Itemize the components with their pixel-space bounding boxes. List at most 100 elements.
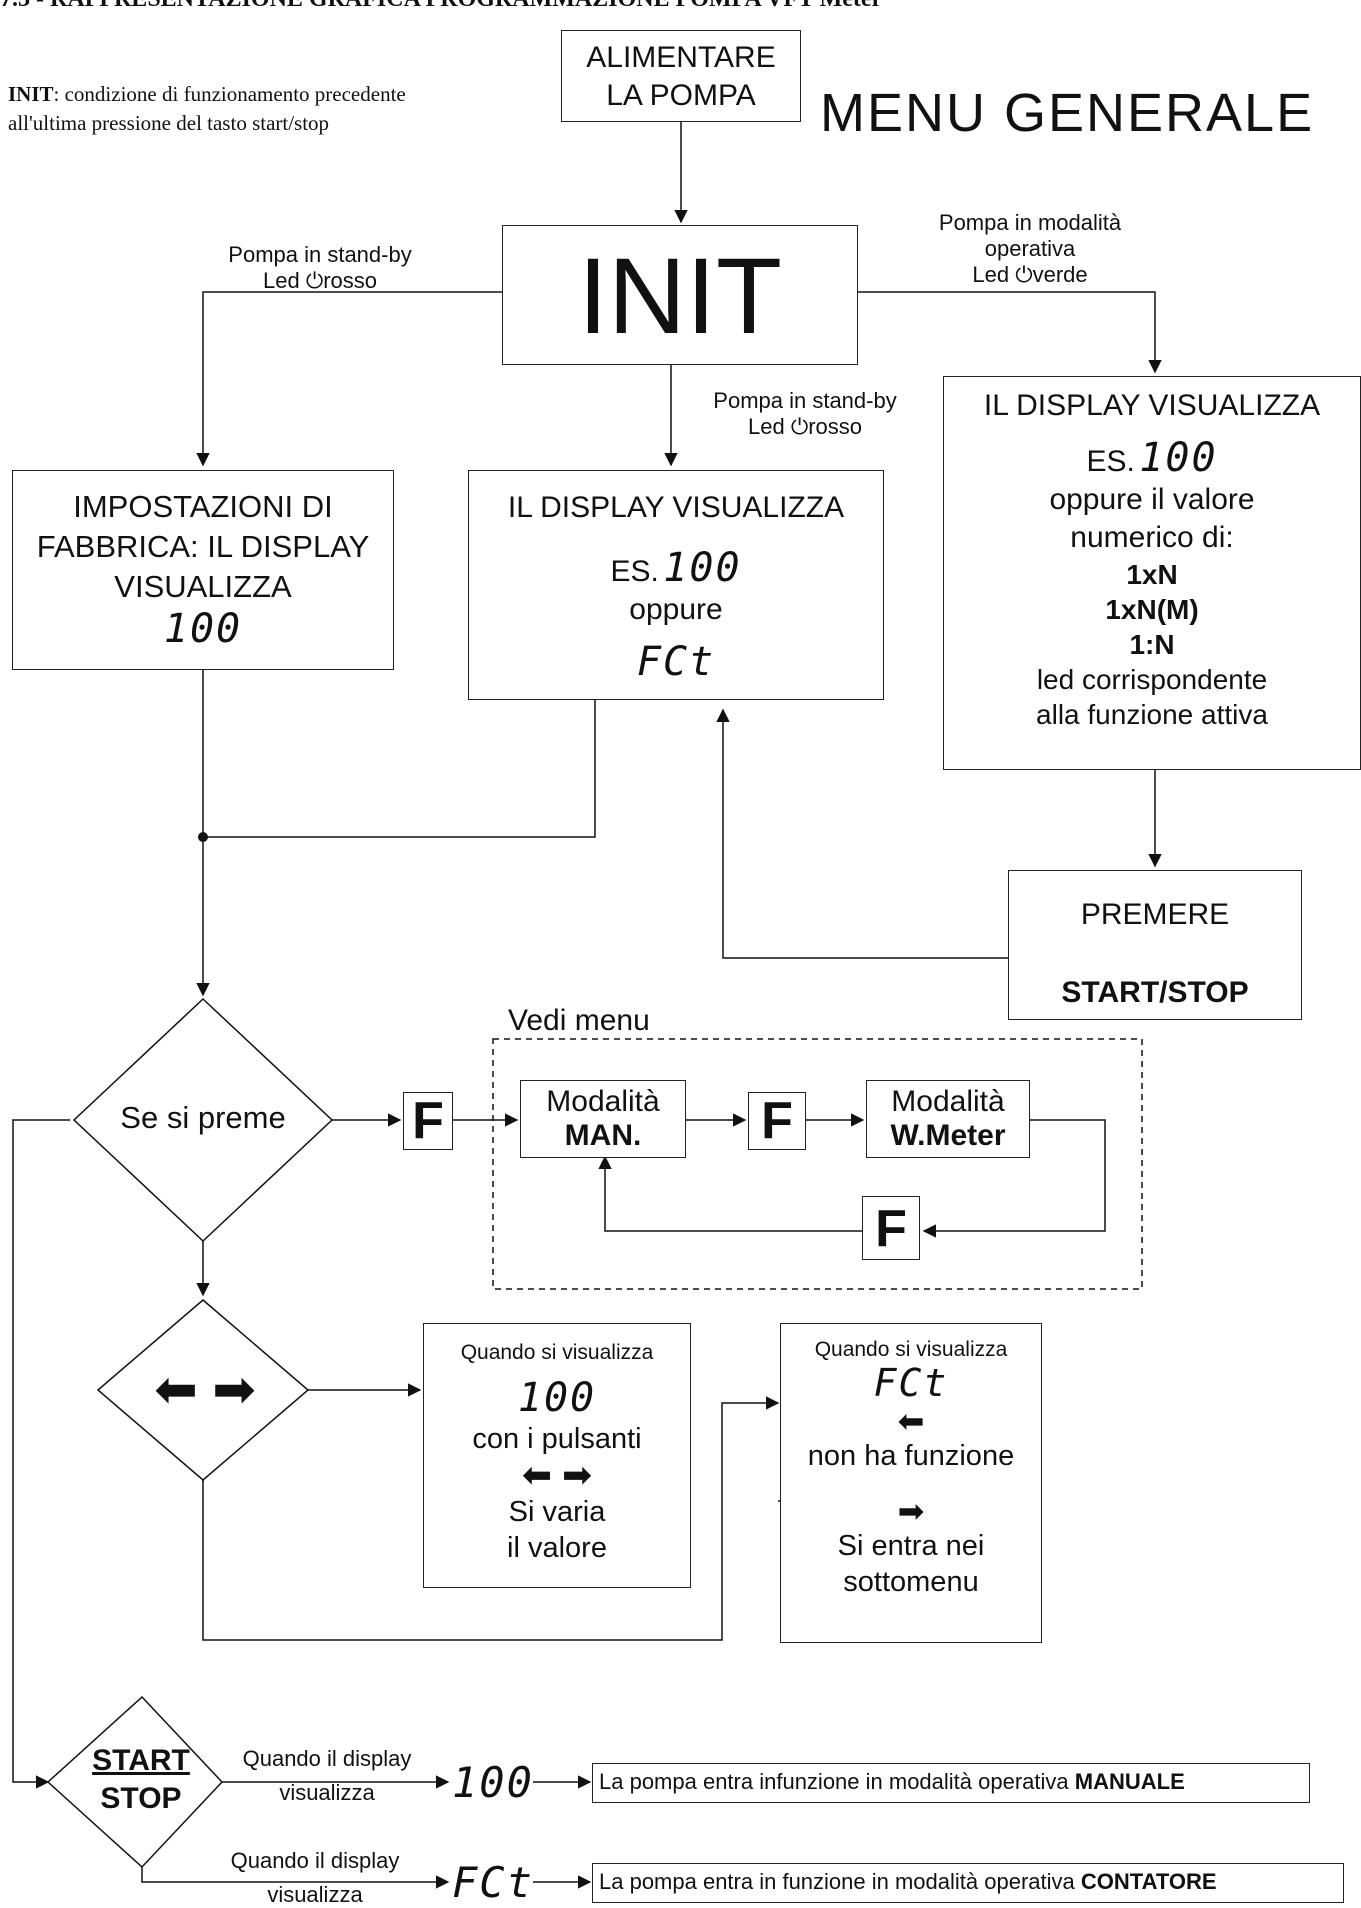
when1-line2: visualizza	[279, 1780, 375, 1805]
left-arrow-icon: ⬅	[521, 1454, 552, 1495]
arrows-value-line2: Si varia	[508, 1496, 606, 1528]
arrows-value-box: Quando si visualizza 100 con i pulsanti …	[423, 1323, 691, 1588]
display-right-line2: numerico di:	[1070, 521, 1234, 554]
arrows-value-lcd: 100	[517, 1375, 597, 1421]
mode-wm-line1: Modalità	[891, 1085, 1005, 1118]
result-manual-box: La pompa entra infunzione in modalità op…	[592, 1763, 1310, 1803]
init-box: INIT	[502, 225, 858, 365]
result-counter-strong: CONTATORE	[1080, 1869, 1217, 1894]
when1-label: Quando il display visualizza	[222, 1746, 432, 1806]
display-right-line4: alla funzione attiva	[1036, 699, 1268, 730]
init-note-term: INIT	[8, 82, 54, 106]
start-label: START	[92, 1744, 190, 1777]
arrows-submenu-lcd: FCt	[873, 1361, 949, 1405]
standby-mid-led: Led	[747, 414, 785, 439]
arrows-value-icons: ⬅ ➡	[424, 1456, 690, 1494]
operative-line1: Pompa in modalità	[938, 210, 1122, 235]
f-key-2[interactable]: F	[748, 1092, 806, 1150]
arrows-submenu-line3: sottomenu	[843, 1566, 979, 1598]
result-counter-box: La pompa entra in funzione in modalità o…	[592, 1863, 1344, 1903]
display-mid-es: ES.	[610, 555, 659, 588]
right-arrow-icon: ➡	[897, 1493, 925, 1529]
power-icon: ⏻	[1015, 262, 1033, 287]
left-arrow-icon: ⬅	[897, 1403, 925, 1439]
operative-led: Led	[972, 262, 1010, 287]
display-mid-title: IL DISPLAY VISUALIZZA	[507, 491, 845, 524]
arrows-value-line3: il valore	[507, 1532, 607, 1564]
startstop-label[interactable]: START STOP	[78, 1742, 204, 1818]
when1-lcd: 100	[452, 1758, 534, 1807]
right-arrow-icon[interactable]: ➡	[212, 1361, 256, 1419]
display-right-opt2: 1xN(M)	[1105, 594, 1199, 625]
init-note-text: : condizione di funzionamento precedente…	[8, 82, 406, 135]
f-key-3[interactable]: F	[862, 1196, 920, 1260]
power-icon: ⏻	[790, 414, 809, 439]
display-mid-es-row: ES. 100	[469, 545, 883, 591]
press-startstop-box: PREMERE START/STOP	[1008, 870, 1302, 1020]
result-manual-text: La pompa entra infunzione in modalità op…	[599, 1769, 1075, 1794]
display-right-opt1: 1xN	[1126, 559, 1178, 590]
display-right-title: IL DISPLAY VISUALIZZA	[983, 389, 1321, 422]
arrows-submenu-top: Quando si visualizza	[814, 1338, 1008, 1361]
arrows-submenu-line2: Si entra nei	[837, 1530, 985, 1562]
right-arrow-icon: ➡	[562, 1454, 593, 1495]
power-box: ALIMENTARE LA POMPA	[561, 30, 801, 122]
operative-color: verde	[1032, 262, 1088, 287]
standby-left-label: Pompa in stand-by Led ⏻rosso	[190, 242, 450, 294]
display-right-es-row: ES. 100	[944, 435, 1360, 481]
stop-label: STOP	[100, 1782, 182, 1815]
press-diamond-shape	[72, 997, 334, 1243]
operative-label: Pompa in modalità operativa Led ⏻verde	[900, 210, 1160, 288]
standby-mid-color: rosso	[808, 414, 863, 439]
standby-mid-label: Pompa in stand-by Led ⏻rosso	[680, 388, 930, 440]
display-mid-lcd: 100	[663, 545, 742, 591]
display-right-opt3: 1:N	[1129, 629, 1175, 660]
display-right-line1: oppure il valore	[1049, 483, 1255, 516]
power-icon: ⏻	[305, 268, 324, 293]
when1-line1: Quando il display	[242, 1746, 412, 1771]
press-line2: START/STOP	[1061, 976, 1249, 1009]
display-right-lcd: 100	[1139, 435, 1218, 481]
arrows-value-top: Quando si visualizza	[460, 1341, 654, 1364]
arrows-diamond-icons: ⬅ ➡	[130, 1363, 280, 1417]
when2-line2: visualizza	[267, 1882, 363, 1907]
when2-lcd: FCt	[452, 1858, 534, 1907]
f-key-1[interactable]: F	[403, 1092, 453, 1150]
factory-text: IMPOSTAZIONI DI FABBRICA: IL DISPLAY VIS…	[36, 489, 370, 604]
left-arrow-icon[interactable]: ⬅	[154, 1361, 198, 1419]
display-right-es: ES.	[1086, 445, 1135, 478]
standby-left-color: rosso	[323, 268, 378, 293]
init-note: INIT: condizione di funzionamento preced…	[8, 80, 468, 138]
display-mid-lcd2: FCt	[636, 639, 716, 685]
operative-line3: Led ⏻verde	[900, 262, 1160, 288]
when2-label: Quando il display visualizza	[205, 1848, 425, 1908]
mode-wm-box: Modalità W.Meter	[866, 1080, 1030, 1158]
standby-left-line2: Led ⏻rosso	[190, 268, 450, 294]
page-header: 7.3 - RAPPRESENTAZIONE GRAFICA PROGRAMMA…	[0, 0, 1361, 13]
display-right-box: IL DISPLAY VISUALIZZA ES. 100 oppure il …	[943, 376, 1361, 770]
display-mid-box: IL DISPLAY VISUALIZZA ES. 100 oppure FCt	[468, 470, 884, 700]
startstop-diamond-shape	[46, 1695, 224, 1869]
operative-line2: operativa	[984, 236, 1076, 261]
press-line1: PREMERE	[1080, 898, 1230, 931]
arrows-diamond-shape	[96, 1299, 310, 1481]
mode-man-box: Modalità MAN.	[520, 1080, 686, 1158]
standby-mid-line1: Pompa in stand-by	[713, 388, 897, 413]
power-line2: LA POMPA	[606, 79, 756, 112]
arrows-value-line1: con i pulsanti	[472, 1423, 642, 1455]
standby-mid-line2: Led ⏻rosso	[680, 414, 930, 440]
result-counter-text: La pompa entra in funzione in modalità o…	[599, 1869, 1081, 1894]
arrows-submenu-box: Quando si visualizza FCt ⬅ non ha funzio…	[780, 1323, 1042, 1643]
factory-box: IMPOSTAZIONI DI FABBRICA: IL DISPLAY VIS…	[12, 470, 394, 670]
press-diamond-label: Se si preme	[120, 1100, 286, 1135]
mode-wm-line2: W.Meter	[890, 1119, 1006, 1152]
display-mid-or: oppure	[629, 593, 723, 626]
result-manual-strong: MANUALE	[1074, 1769, 1185, 1794]
arrows-submenu-line1: non ha funzione	[807, 1440, 1015, 1472]
when2-line1: Quando il display	[230, 1848, 400, 1873]
see-menu-label: Vedi menu	[508, 1004, 650, 1037]
standby-left-line1: Pompa in stand-by	[228, 242, 412, 267]
menu-title: MENU GENERALE	[820, 83, 1315, 143]
mode-man-line2: MAN.	[564, 1119, 642, 1152]
